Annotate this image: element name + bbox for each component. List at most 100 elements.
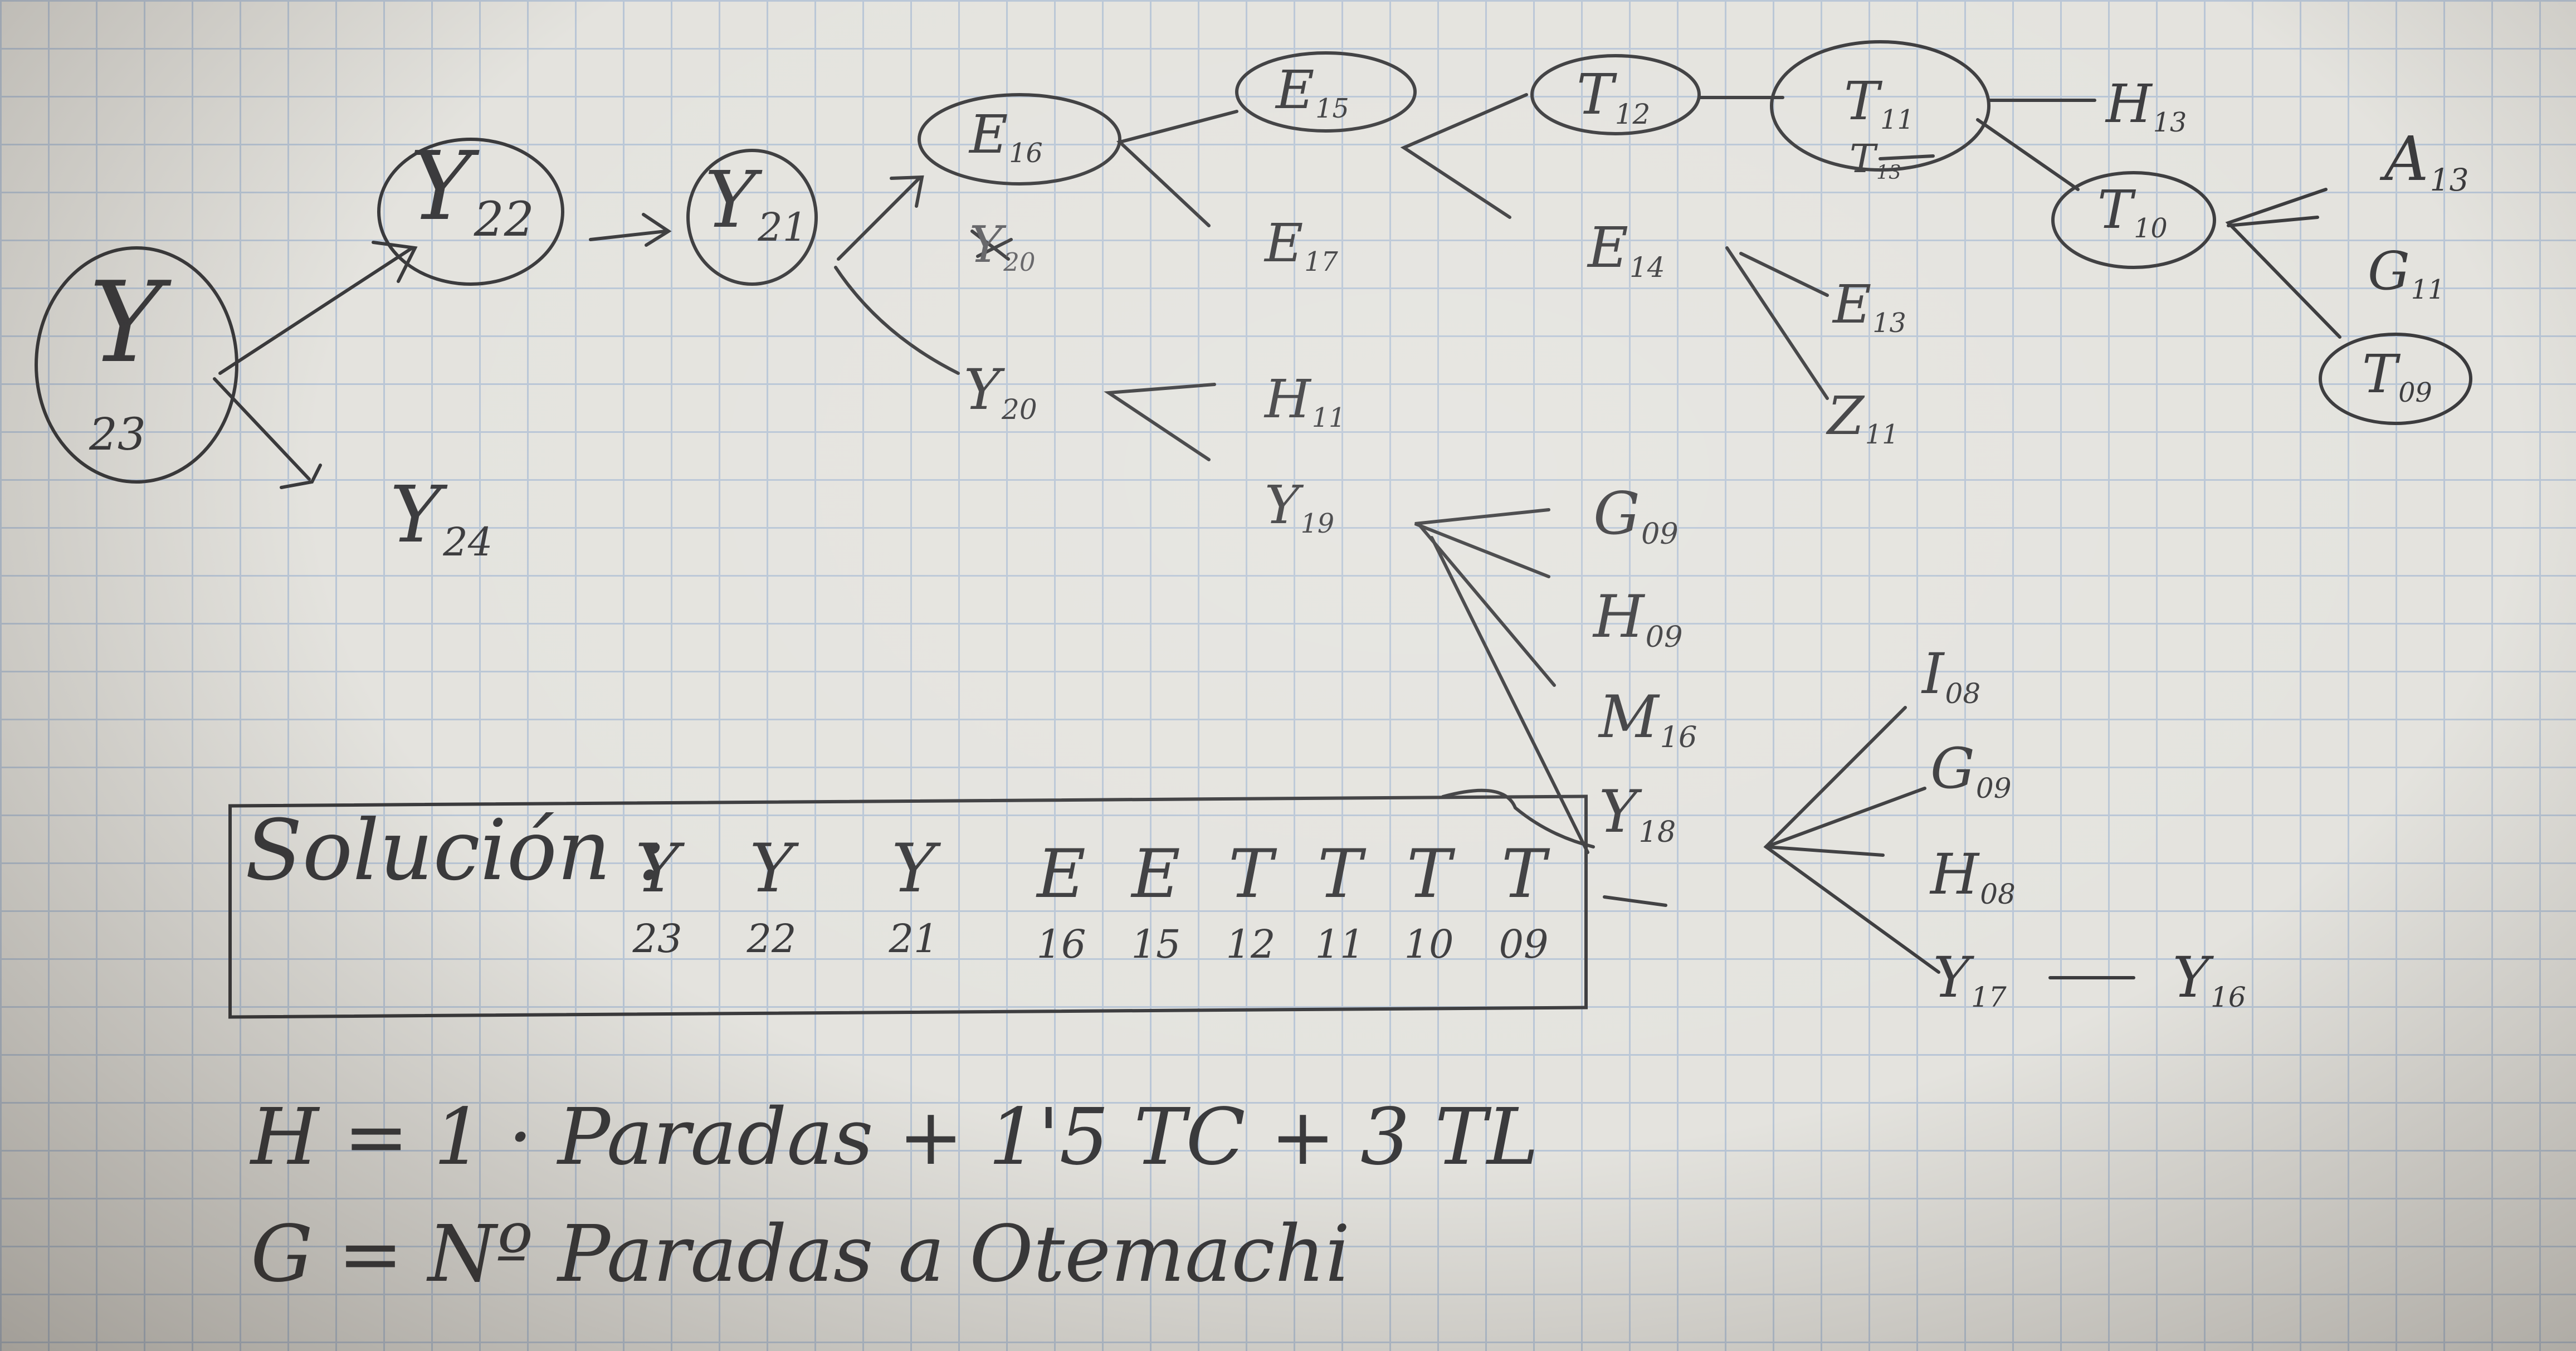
node-h09-letter: H [1593, 583, 1645, 651]
solution-item-letter: T [1228, 836, 1274, 913]
node-i08: I08 [1922, 646, 1980, 708]
node-e15-letter: E [1276, 60, 1315, 121]
solution-item-letter: Y [635, 830, 680, 908]
node-circle [918, 93, 1121, 186]
node-y23-letter: Y [89, 258, 163, 388]
node-i08-letter: I [1922, 641, 1944, 706]
node-y22: Y22 [409, 139, 534, 243]
solution-item: Y 23 [610, 830, 705, 962]
node-circle [1235, 51, 1417, 133]
edge [837, 177, 921, 261]
node-z11: Z11 [1827, 390, 1899, 448]
arrow-head [372, 241, 418, 283]
node-i08-num: 08 [1945, 677, 1981, 710]
solution-item: Y 21 [866, 836, 961, 962]
node-y17-num: 17 [1971, 981, 2007, 1013]
edge [1116, 110, 1238, 227]
node-h09-num: 09 [1645, 620, 1683, 655]
node-y20: Y20 [964, 362, 1037, 423]
edge [1400, 93, 1528, 219]
node-y24: Y24 [390, 476, 492, 562]
edge [2225, 188, 2341, 339]
node-y24-num: 24 [443, 519, 493, 565]
strikethrough [970, 230, 1010, 261]
node-y19: Y19 [1265, 479, 1334, 537]
solution-item: Y 22 [724, 830, 819, 959]
node-t10: T10 [2097, 184, 2168, 242]
strikethrough [976, 238, 1013, 258]
edge [2227, 216, 2319, 227]
edge [1104, 383, 1216, 461]
node-g09b-num: 09 [1975, 772, 2012, 804]
edge [213, 377, 311, 481]
node-y18-letter: Y [1599, 778, 1638, 846]
solution-item-letter: Y [749, 830, 794, 908]
node-h09: H09 [1593, 588, 1682, 652]
node-circle [35, 246, 238, 484]
node-t10-letter: T [2097, 179, 2133, 241]
node-t09-letter: T [2362, 344, 2398, 405]
node-g11: G11 [2368, 245, 2445, 303]
solution-item: T 10 [1382, 841, 1476, 964]
node-t09: T09 [2362, 348, 2432, 406]
node-e17: E17 [1265, 217, 1338, 275]
node-t13-num: 13 [1876, 162, 1901, 184]
node-e16-letter: E [969, 104, 1008, 165]
solution-item-num: 10 [1404, 921, 1454, 967]
node-h08-num: 08 [1980, 877, 2016, 910]
node-t11-num: 11 [1880, 104, 1914, 135]
node-h13: H13 [2106, 78, 2187, 136]
node-y19-num: 19 [1300, 508, 1335, 539]
edge [834, 266, 960, 375]
solution-item-letter: T [1317, 836, 1363, 913]
node-a13-num: 13 [2429, 162, 2469, 198]
solution-item-num: 23 [632, 916, 682, 962]
node-g09-num: 09 [1641, 517, 1679, 552]
node-t09-num: 09 [2398, 377, 2432, 408]
node-circle [2051, 171, 2216, 269]
node-t13: T13 [1850, 139, 1901, 183]
node-m16-num: 16 [1660, 720, 1697, 755]
solution-item-letter: E [1131, 836, 1180, 913]
node-crossed-num: 20 [1003, 247, 1036, 277]
node-t13-letter: T [1850, 136, 1876, 182]
solution-item-letter: T [1501, 836, 1546, 913]
node-e13-letter: E [1833, 274, 1872, 335]
node-circle [1530, 54, 1701, 135]
node-e13-num: 13 [1872, 308, 1906, 339]
node-e15-num: 15 [1315, 93, 1349, 124]
edge [1764, 845, 1885, 857]
node-t11: T11 [1844, 75, 1914, 133]
node-h08: H08 [1930, 847, 2016, 908]
solution-item-num: 11 [1315, 921, 1365, 967]
arrow-head [890, 175, 924, 208]
node-e14-num: 14 [1629, 251, 1665, 284]
node-a13-letter: A [2384, 123, 2429, 194]
node-e14-letter: E [1588, 215, 1628, 280]
node-y18: Y18 [1599, 783, 1676, 847]
node-y16: Y16 [2173, 950, 2246, 1011]
solution-item-num: 21 [889, 916, 939, 962]
solution-item: T 12 [1203, 841, 1298, 964]
node-g11-num: 11 [2411, 274, 2445, 305]
node-e17-letter: E [1265, 213, 1304, 274]
node-z11-letter: Z [1827, 386, 1865, 447]
node-circle [1770, 40, 1990, 172]
solution-item-num: 09 [1499, 921, 1549, 967]
node-y21-num: 21 [758, 204, 808, 250]
solution-item: T 09 [1476, 841, 1571, 964]
node-t12-num: 12 [1614, 97, 1651, 130]
solution-label: Solución : [245, 802, 666, 899]
node-y16-num: 16 [2211, 981, 2246, 1013]
formula-h: H = 1 · Paradas + 1'5 TC + 3 TL [251, 1092, 1539, 1183]
node-crossed: Y20 [969, 220, 1035, 275]
node-circle [2319, 333, 2472, 425]
solution-item: E 15 [1109, 841, 1203, 964]
node-m16-letter: M [1599, 683, 1659, 751]
node-y17-letter: Y [1933, 945, 1970, 1010]
node-h08-letter: H [1930, 842, 1979, 907]
node-g11-letter: G [2368, 241, 2410, 302]
solution-item-num: 15 [1131, 921, 1181, 967]
solution-item-num: 16 [1036, 921, 1086, 967]
node-y21: Y21 [705, 162, 807, 247]
